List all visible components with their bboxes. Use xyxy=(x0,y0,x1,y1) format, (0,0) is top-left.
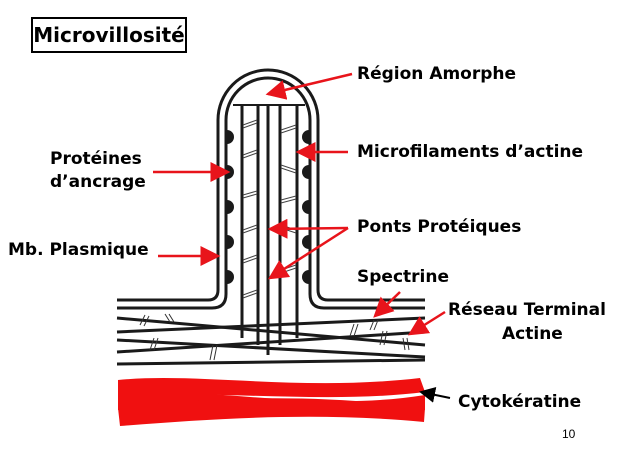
diagram-title: Microvillosité xyxy=(31,17,187,53)
cytokeratin-arrow xyxy=(419,387,451,403)
label-spectrine: Spectrine xyxy=(357,267,449,287)
label-arrows xyxy=(153,72,446,336)
label-reseau-terminal: Réseau Terminal xyxy=(448,300,606,320)
spectrin xyxy=(139,313,410,361)
label-proteines-ancrage-1: Protéines xyxy=(50,149,142,169)
terminal-web xyxy=(116,316,426,366)
label-ponts-proteiques: Ponts Protéiques xyxy=(357,217,522,237)
plasma-membrane xyxy=(117,68,425,310)
label-microfilaments: Microfilaments d’actine xyxy=(357,142,584,162)
label-region-amorphe: Région Amorphe xyxy=(357,64,517,84)
label-mb-plasmique: Mb. Plasmique xyxy=(8,240,149,260)
page-number: 10 xyxy=(562,427,576,441)
label-cytokeratine: Cytokératine xyxy=(458,392,582,412)
label-actine: Actine xyxy=(502,324,563,344)
cytokeratin-bundles xyxy=(118,378,425,426)
label-proteines-ancrage-2: d’ancrage xyxy=(50,172,146,192)
